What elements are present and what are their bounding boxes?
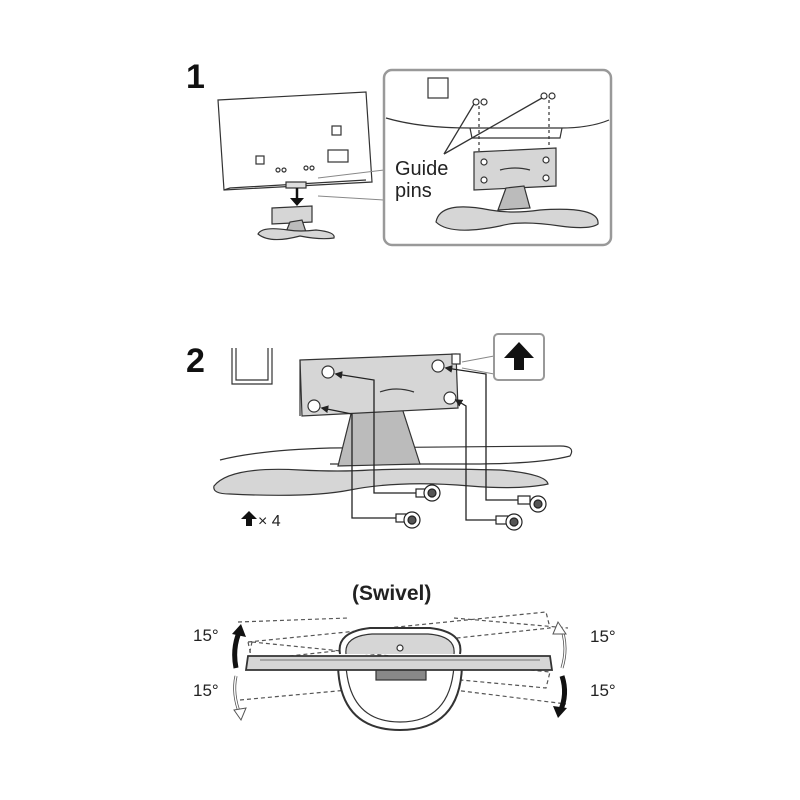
arrow-up-icon xyxy=(241,511,257,526)
screw-paths xyxy=(320,365,522,521)
arrow-icon xyxy=(553,706,567,718)
guide-pins-label-line2: pins xyxy=(395,180,432,202)
swivel-arrows xyxy=(232,620,568,722)
angle-bottom-right-label: 15° xyxy=(590,681,616,700)
screw-icon xyxy=(395,511,421,529)
stand-small xyxy=(257,205,335,241)
tv-back-view xyxy=(217,91,373,191)
arrow-up-icon xyxy=(504,342,534,370)
screw-icon xyxy=(495,513,523,531)
arrow-icon xyxy=(232,624,246,637)
swivel-title: (Swivel) xyxy=(352,582,432,605)
inset-detail xyxy=(385,77,610,231)
down-arrow-icon xyxy=(290,188,304,206)
guide-pins-label-line1: Guide xyxy=(395,158,449,180)
screws xyxy=(395,484,547,531)
screw-count-label: × 4 xyxy=(258,513,281,530)
screw-icon xyxy=(517,495,547,513)
angle-top-left-label: 15° xyxy=(193,626,219,645)
step2-illustration xyxy=(213,348,573,496)
angle-top-right-label: 15° xyxy=(590,627,616,646)
guide-pins-label: Guide pins xyxy=(395,158,475,202)
step-1-number: 1 xyxy=(186,58,205,96)
swivel-diagram xyxy=(237,611,569,732)
arrow-icon xyxy=(552,620,567,635)
angle-bottom-left-label: 15° xyxy=(193,681,219,700)
arrow-icon xyxy=(233,707,247,722)
step-2-number: 2 xyxy=(186,342,205,380)
screw-icon xyxy=(415,484,441,502)
